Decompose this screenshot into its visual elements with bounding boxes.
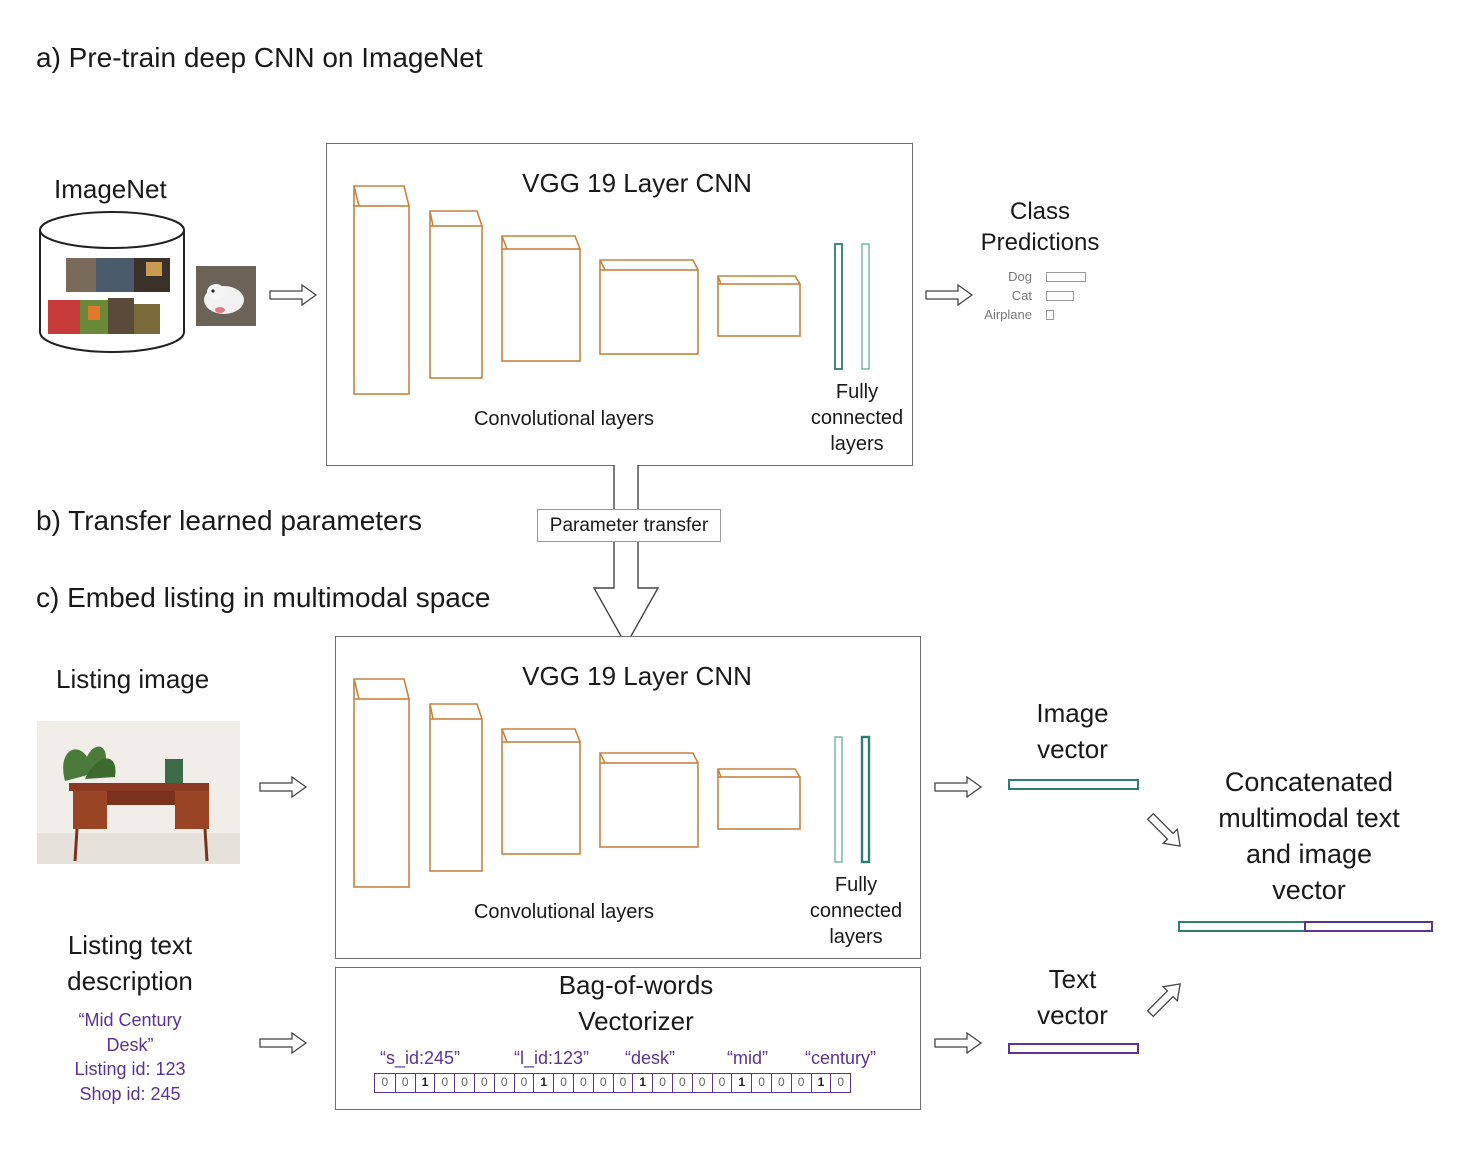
arrow-text-to-bow-icon [259, 1031, 308, 1055]
conv-label-pretrain: Convolutional layers [473, 408, 655, 430]
listing-image-label: Listing image [56, 664, 210, 694]
arrow-image-to-cnn-icon [259, 775, 308, 799]
bow-bit-cell: 0 [652, 1074, 672, 1092]
concat-label: Concatenated multimodal text and image v… [1190, 764, 1428, 908]
listing-text-line: Desk” [106, 1034, 154, 1055]
listing-text-line: “Mid Century [78, 1010, 182, 1030]
conv-label-embed: Convolutional layers [473, 901, 655, 923]
bow-bit-cell: 0 [612, 1074, 633, 1092]
fc-label-pretrain-1: Fully [835, 381, 879, 403]
bow-bit-cell: 0 [691, 1074, 712, 1092]
bow-bit-cell: 0 [454, 1074, 474, 1092]
predictions-title-1: Class [1009, 198, 1070, 225]
listing-text-line: Shop id: 245 [79, 1083, 181, 1104]
predictions-title-2: Predictions [980, 229, 1100, 256]
bow-bit-cell: 0 [381, 1075, 389, 1089]
text-vector-label-1: Text [1048, 964, 1097, 994]
bow-bit-cell: 0 [770, 1074, 791, 1092]
bow-bit-cell: 1 [533, 1074, 553, 1092]
bow-token: “l_id:123” [514, 1048, 590, 1068]
fc-label-embed-3: layers [829, 926, 883, 948]
bow-bit-cell: 0 [592, 1074, 613, 1092]
class-score-bar [1046, 310, 1054, 320]
fc-label-embed-1: Fully [834, 874, 878, 896]
bow-bit-cell: 1 [632, 1074, 652, 1092]
concat-text-part-bar [1304, 921, 1433, 932]
bow-bit-cell: 1 [414, 1074, 435, 1092]
text-vector-label-2: vector [1037, 1000, 1108, 1030]
cnn-title-embed: VGG 19 Layer CNN [522, 661, 752, 691]
bow-bit-cell: 0 [830, 1074, 850, 1092]
bow-bit-cell: 0 [394, 1074, 415, 1092]
bow-bit-cell: 1 [810, 1074, 831, 1092]
class-score-bar [1046, 291, 1074, 301]
text-vector-bar [1008, 1043, 1139, 1054]
bow-bit-cell: 0 [751, 1074, 771, 1092]
listing-text-content: “Mid Century Desk” Listing id: 123 Shop … [40, 1008, 220, 1106]
arrow-image-vector-to-concat-icon [1146, 812, 1181, 847]
bow-token: “mid” [727, 1048, 768, 1068]
bow-bit-cell: 1 [731, 1074, 751, 1092]
section-b-title: b) Transfer learned parameters [36, 505, 422, 536]
cnn-title-pretrain: VGG 19 Layer CNN [522, 168, 752, 198]
concat-image-part-bar [1178, 921, 1306, 932]
bow-title-2: Vectorizer [578, 1006, 694, 1036]
arrow-text-vector-to-concat-icon [1146, 983, 1181, 1018]
cnn-layers-pretrain [353, 185, 870, 395]
bow-token: “century” [805, 1048, 877, 1068]
parameter-transfer-arrow-icon [592, 465, 660, 647]
class-prediction-row: Dog [970, 268, 1110, 287]
vgg-cnn-embed-box: VGG 19 Layer CNN Convolutional layers Fu… [335, 636, 921, 959]
bow-bit-cell: 0 [790, 1074, 811, 1092]
bag-of-words-box: Bag-of-words Vectorizer “s_id:245” “l_id… [335, 967, 921, 1110]
bow-bit-cell: 0 [513, 1074, 534, 1092]
bow-token: “desk” [625, 1048, 676, 1068]
cnn-layers-embed [353, 678, 871, 888]
bow-bit-cell: 0 [711, 1074, 732, 1092]
imagenet-database-icon [39, 211, 185, 353]
bow-title-1: Bag-of-words [558, 970, 714, 1000]
concat-label-line: vector [1272, 875, 1346, 905]
class-prediction-row: Airplane [970, 306, 1110, 325]
arrow-to-predictions-icon [925, 283, 974, 307]
image-vector-label-1: Image [1036, 698, 1109, 728]
section-c-title: c) Embed listing in multimodal space [36, 582, 491, 613]
class-name: Cat [1011, 288, 1032, 303]
vgg-cnn-pretrain-box: VGG 19 Layer CNN Convolutional layers Fu… [326, 143, 913, 466]
class-prediction-row: Cat [970, 287, 1110, 306]
bow-bit-cell: 0 [572, 1074, 593, 1092]
fc-label-embed-2: connected [809, 900, 903, 922]
section-a-title: a) Pre-train deep CNN on ImageNet [36, 42, 483, 73]
arrow-to-cnn-icon [269, 283, 318, 307]
dog-image [196, 266, 256, 326]
fc-label-pretrain-2: connected [810, 407, 904, 429]
class-name: Dog [1008, 269, 1032, 284]
bow-bit-cell: 0 [493, 1074, 514, 1092]
concat-label-line: and image [1245, 839, 1373, 869]
bow-bit-cell: 0 [473, 1074, 494, 1092]
bow-bit-cell: 0 [671, 1074, 692, 1092]
fc-label-pretrain-3: layers [830, 433, 884, 455]
imagenet-label: ImageNet [54, 174, 167, 204]
listing-text-line: Listing id: 123 [74, 1059, 186, 1079]
image-vector-label-2: vector [1037, 734, 1108, 764]
text-desc-label-1: Listing text [67, 930, 193, 960]
parameter-transfer-box: Parameter transfer [537, 509, 721, 542]
concat-label-line: Concatenated [1224, 767, 1394, 797]
bow-bit-cell: 0 [553, 1074, 573, 1092]
concat-label-line: multimodal text [1218, 803, 1400, 833]
arrow-bow-to-text-vector-icon [934, 1031, 983, 1055]
text-desc-label-2: description [67, 966, 193, 996]
bow-bit-cell: 0 [434, 1074, 454, 1092]
bow-token: “s_id:245” [380, 1048, 461, 1068]
listing-desk-image [37, 721, 240, 864]
class-score-bar [1046, 272, 1086, 282]
parameter-transfer-label: Parameter transfer [549, 515, 709, 536]
image-vector-bar [1008, 779, 1139, 790]
class-predictions-list: Dog Cat Airplane [970, 268, 1110, 325]
arrow-cnn-to-image-vector-icon [934, 775, 983, 799]
class-name: Airplane [984, 307, 1032, 322]
